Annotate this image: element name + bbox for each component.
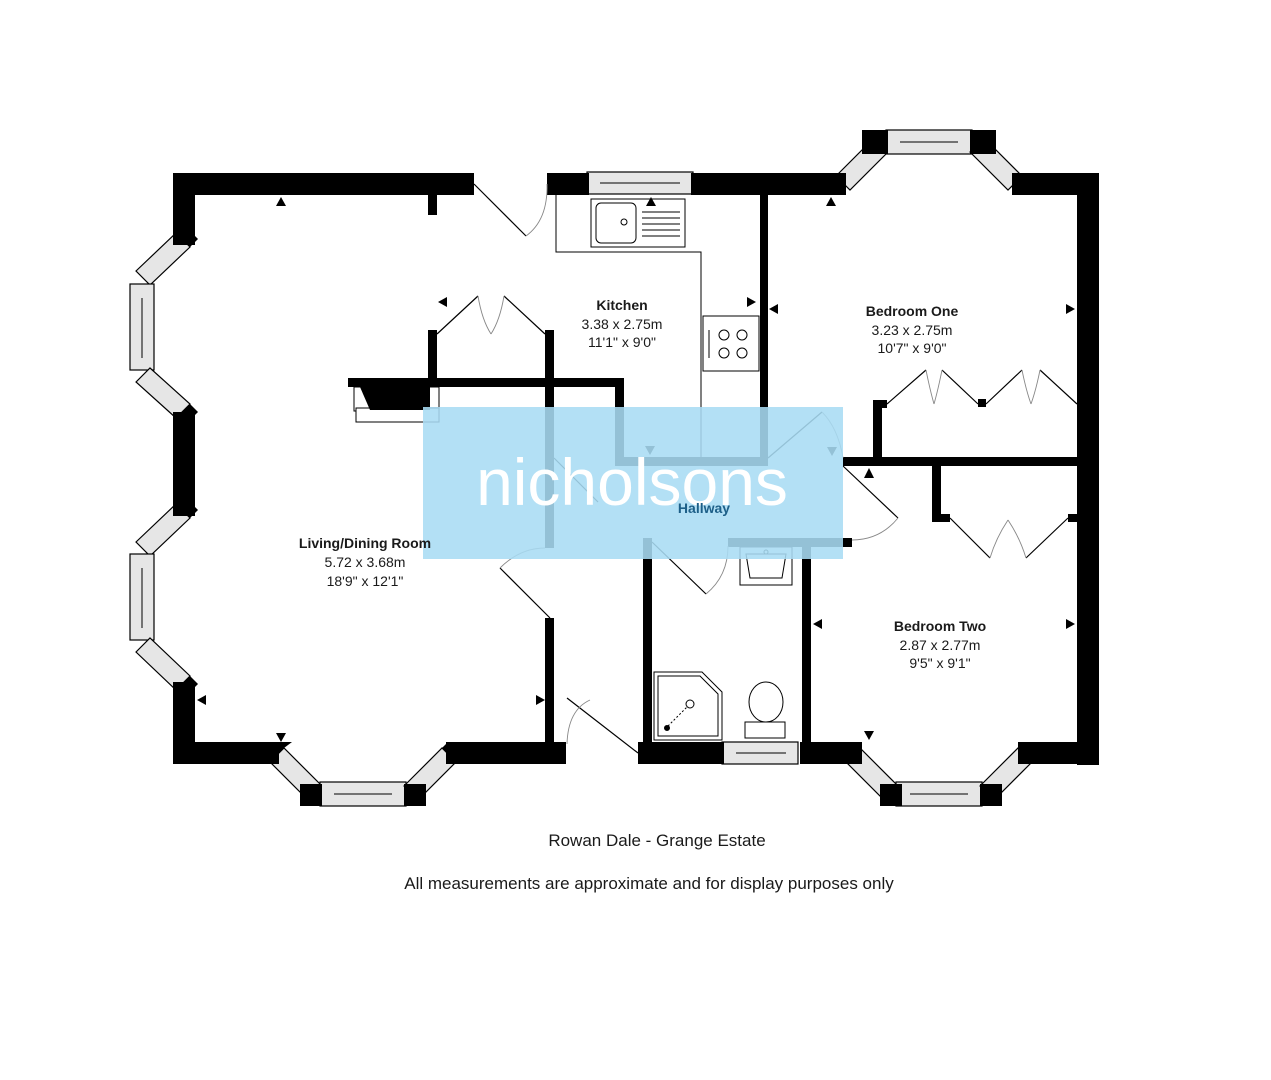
bedroom-one-metric: 3.23 x 2.75m [872, 322, 953, 338]
wall [843, 457, 1077, 466]
wall [800, 742, 862, 764]
bedroom-two-name: Bedroom Two [894, 618, 986, 634]
bathroom-fittings [653, 546, 793, 741]
wall [428, 330, 437, 380]
kitchen-metric: 3.38 x 2.75m [582, 316, 663, 332]
hallway-name: Hallway [678, 500, 730, 516]
wall [545, 618, 554, 746]
wall [547, 173, 589, 195]
wall [760, 195, 768, 465]
wall [802, 538, 811, 744]
room-labels: Living/Dining Room 5.72 x 3.68m 18'9" x … [299, 297, 986, 671]
wall [173, 412, 195, 516]
hob [702, 315, 760, 372]
wall [348, 378, 624, 387]
living-room-metric: 5.72 x 3.68m [325, 554, 406, 570]
watermark-background [423, 407, 843, 559]
sink [590, 198, 686, 248]
watermark: nicholsons [423, 407, 843, 559]
living-room-name: Living/Dining Room [299, 535, 431, 551]
wall [1018, 742, 1099, 764]
walls [173, 130, 1099, 806]
window-glazing [141, 141, 968, 795]
living-room-imperial: 18'9" x 12'1" [327, 573, 404, 589]
wall [446, 742, 566, 764]
wall [862, 130, 888, 154]
bedroom-one-name: Bedroom One [866, 303, 959, 319]
bedroom-one-imperial: 10'7" x 9'0" [878, 340, 947, 356]
wall [173, 742, 279, 764]
wall [1077, 173, 1099, 765]
shower-tray [653, 671, 723, 741]
wall [932, 466, 941, 522]
wall [428, 195, 437, 215]
wall [873, 400, 882, 460]
bedroom-two-imperial: 9'5" x 9'1" [909, 655, 970, 671]
watermark-logo-text: nicholsons [476, 445, 788, 519]
kitchen-units [555, 195, 760, 457]
wall [691, 173, 846, 195]
property-address: Rowan Dale - Grange Estate [548, 831, 765, 850]
fireplace [353, 386, 440, 423]
wall [173, 173, 474, 195]
kitchen-name: Kitchen [596, 297, 647, 313]
toilet [748, 681, 784, 723]
window [135, 367, 191, 419]
bedroom-two-metric: 2.87 x 2.77m [900, 637, 981, 653]
wall [638, 742, 724, 764]
wall [643, 538, 652, 744]
wall [173, 173, 195, 245]
kitchen-imperial: 11'1" x 9'0" [588, 334, 656, 350]
wall [970, 130, 996, 154]
disclaimer: All measurements are approximate and for… [404, 874, 894, 893]
